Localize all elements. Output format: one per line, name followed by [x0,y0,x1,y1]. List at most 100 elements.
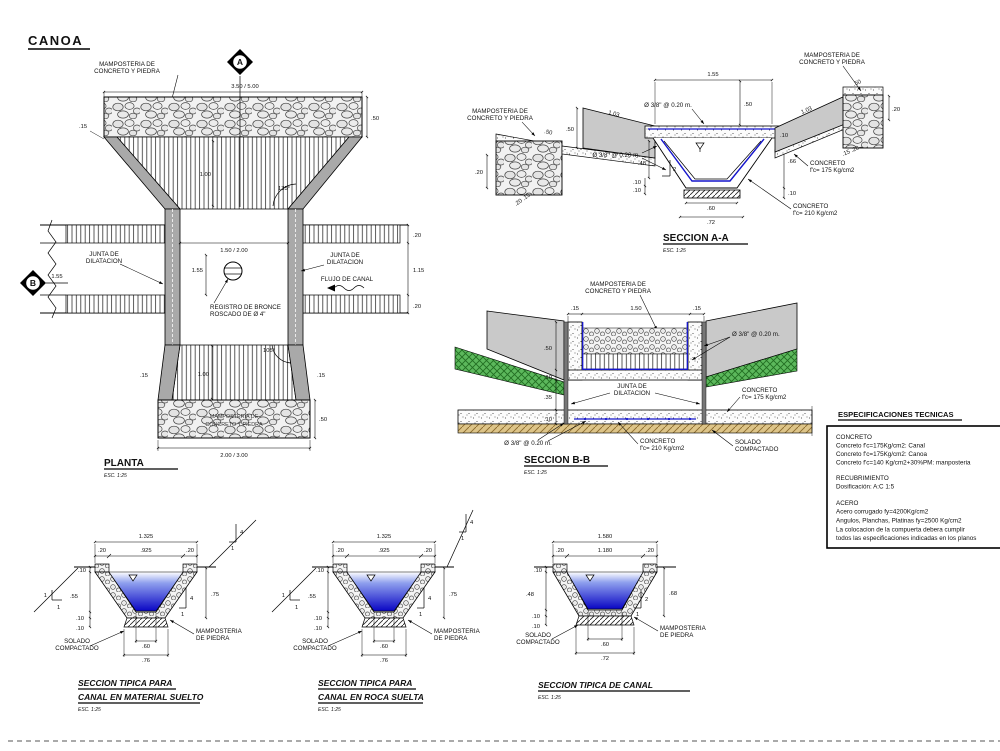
dim-label: .20 [186,548,194,554]
dim-label: 1.50 / 2.00 [220,248,247,254]
planta-view: MAMPOSTERIA DE CONCRETO Y PIEDRA 3.50 / … [20,49,424,479]
flow-arrow [333,285,365,291]
dim-label: .10 [316,568,324,574]
concreto-label: f'c= 210 Kg/cm2 [640,445,685,452]
specs-line: RECUBRIMIENTO [836,475,889,482]
mamposteria-label: DE PIEDRA [196,635,230,642]
slope-label: 1 [44,593,47,599]
view-title: SECCION B-B [524,455,590,466]
mamposteria-label: CONCRETO Y PIEDRA [205,422,263,428]
dim-label: 1.55 [51,274,62,280]
dim-label: .76 [380,658,388,664]
seccion-tipica-roca-suelta: 1.325 .20 .925 .20 .60 .76 .10 .55 .10 .… [271,509,481,713]
dim-label: .10 [544,375,552,381]
concreto-label: f'c= 175 Kg/cm2 [810,167,855,174]
solado-label: COMPACTADO [293,645,337,652]
dim-label: .76 [142,658,150,664]
dim-label: .15 [317,373,325,379]
solado-label: SOLADO [525,632,551,639]
flujo-label: FLUJO DE CANAL [321,276,374,283]
view-scale: ESC. 1:25 [104,473,127,479]
mamposteria-label: MAMPOSTERIA DE [472,108,528,115]
dim-label: .50 [852,79,862,88]
dim-label: .10 [633,188,641,194]
dim-label: 1.180 [598,548,613,554]
specs-title: ESPECIFICACIONES TECNICAS [838,410,954,419]
seccion-bb-view: MAMPOSTERIA DE CONCRETO Y PIEDRA .15 1.5… [454,281,813,476]
concreto-label: CONCRETO [810,160,845,167]
mamposteria-label: CONCRETO Y PIEDRA [94,68,161,75]
seccion-tipica-de-canal: 1.580 .20 1.180 .20 .60 .72 .10 .48 .10 … [516,534,706,701]
rebar-label: Ø 3/8" @ 0.20 m. [644,102,692,109]
dim-label: .50 [544,346,552,352]
dim-label: .50 [566,127,574,133]
dim-label: .20 [98,548,106,554]
dim-label: .10 [78,568,86,574]
dim-label: 1.03 [800,106,813,116]
concreto-label: f'c= 175 Kg/cm2 [742,394,787,401]
slope-label: 1 [57,605,60,611]
slope-label: 2 [673,167,676,173]
junta-label: DILATACION [327,259,363,266]
dim-label: 3.50 / 5.00 [231,84,258,90]
dim-label: 1.50 [630,306,641,312]
dim-label: .50 [319,417,327,423]
specs-line: La colocacion de la compuerta debera cum… [836,527,965,534]
slope-label: 4 [190,596,194,602]
dim-label: .68 [669,591,677,597]
dim-label: .15 [140,373,148,379]
slope-label: 1 [419,612,422,618]
dim-label: .48 [526,592,534,598]
water [108,571,184,612]
view-title: CANAL EN ROCA SUELTA [318,692,424,702]
dim-label: .10 [76,626,84,632]
junta-joint [563,321,569,425]
dim-label: .60 [380,644,388,650]
dim-label: .10 [788,191,796,197]
mamposteria-label: MAMPOSTERIA DE [590,281,646,288]
solado-label: COMPACTADO [55,645,99,652]
mamposteria-label: CONCRETO Y PIEDRA [799,59,866,66]
view-scale: ESC. 1:25 [78,707,101,713]
dim-label: .925 [378,548,389,554]
slope-label: 1 [295,605,298,611]
slope-label: 1 [181,612,184,618]
svg-text:B: B [30,278,36,288]
rebar-label: Ø 3/8" @ 0.20 m. [504,440,552,447]
concreto-label: f'c= 210 Kg/cm2 [793,210,838,217]
view-scale: ESC. 1:25 [663,248,686,254]
seccion-tipica-material-suelto: 1.325 .20 .925 .20 .60 .76 .10 .55 .10 .… [33,519,257,713]
sheet-title: CANOA [28,33,90,50]
dim-label: .10 [633,180,641,186]
specs-line: CONCRETO [836,434,872,441]
registro-label: ROSCADO DE Ø 4" [210,311,266,318]
slope-label: 4 [470,520,474,526]
page-title: CANOA [28,33,83,48]
solado-label: SOLADO [64,638,90,645]
concreto-label: CONCRETO [640,438,675,445]
dim-label: .72 [707,220,715,226]
specs-line: Dosificación: A:C 1:5 [836,484,895,491]
slope-label: 1 [231,546,234,552]
specs-line: Concreto f'c=140 Kg/cm2+30%PM: manposter… [836,460,971,467]
view-title: CANAL EN MATERIAL SUELTO [78,692,204,702]
dim-label: 1.55 [192,268,203,274]
rebar-label: Ø 3/8" @ 0.20 m. [732,331,780,338]
dim-label: .10 [314,616,322,622]
dim-label: .10 [314,626,322,632]
dim-label: .50 [544,129,553,137]
mamposteria-label: MAMPOSTERIA DE [99,61,155,68]
angle-label: 135° [278,186,290,192]
section-marker-a: A [227,49,253,75]
seccion-aa-view: MAMPOSTERIA DE CONCRETO Y PIEDRA .20 .50… [467,52,900,254]
view-title: SECCION TIPICA DE CANAL [538,680,653,690]
dim-label: .35 [544,395,552,401]
solado-label: SOLADO [302,638,328,645]
mamposteria-label: DE PIEDRA [660,632,694,639]
dim-label: 1.00 [200,172,211,178]
dim-label: .60 [601,642,609,648]
mamposteria-label: MAMPOSTERIA DE [210,414,259,420]
solado-label: COMPACTADO [735,446,779,453]
